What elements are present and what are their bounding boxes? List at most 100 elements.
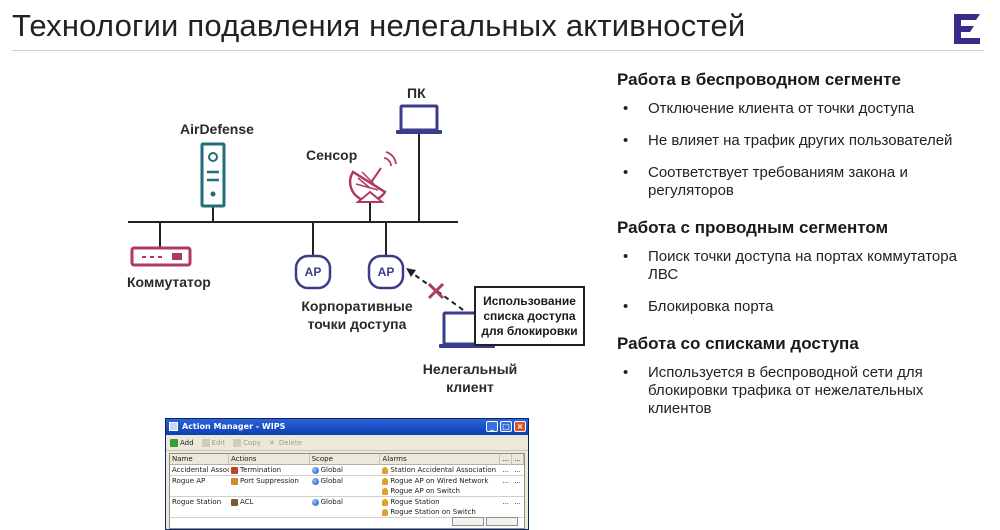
bullet-item: Используется в беспроводной сети для бло… bbox=[617, 364, 987, 418]
bullet-item: Не влияет на трафик других пользователей bbox=[617, 132, 987, 150]
acl-callout: Использование списка доступа для блокиро… bbox=[474, 286, 585, 346]
add-button-label: Add bbox=[180, 438, 194, 447]
globe-icon bbox=[311, 477, 319, 485]
ap-1-badge: AP bbox=[304, 265, 322, 279]
row-more-2[interactable]: ... bbox=[514, 477, 521, 485]
window-controls: _ □ × bbox=[486, 421, 526, 432]
alarm-bell-icon bbox=[382, 498, 389, 506]
table-row[interactable]: Rogue AP Port Suppression Global Rogue A… bbox=[170, 476, 524, 497]
maximize-button[interactable]: □ bbox=[500, 421, 512, 432]
row-scope: Global bbox=[310, 497, 381, 517]
col-header-actions[interactable]: Actions bbox=[229, 454, 310, 464]
copy-icon bbox=[233, 438, 242, 447]
section-acl-bullets: Используется в беспроводной сети для бло… bbox=[617, 364, 987, 418]
row-alarms: Rogue AP on Wired Network Rogue AP on Sw… bbox=[380, 476, 500, 496]
row-alarms: Station Accidental Association bbox=[380, 465, 500, 475]
section-wired-heading: Работа с проводным сегментом bbox=[617, 218, 889, 237]
alarm-bell-icon bbox=[382, 466, 389, 474]
globe-icon bbox=[311, 466, 319, 474]
close-button[interactable]: × bbox=[514, 421, 526, 432]
add-icon bbox=[170, 438, 178, 447]
window-title: Action Manager - WIPS bbox=[182, 422, 286, 431]
row-scope: Global bbox=[310, 476, 381, 496]
add-button[interactable]: Add bbox=[170, 438, 194, 447]
action-manager-window: Action Manager - WIPS _ □ × Add Edit Cop… bbox=[165, 418, 529, 530]
termination-icon bbox=[231, 466, 238, 474]
blocked-cross-icon bbox=[427, 282, 445, 300]
callout-line-3: для блокировки bbox=[481, 323, 578, 338]
col-header-more-1[interactable]: ... bbox=[500, 454, 513, 464]
section-acl-heading: Работа со списками доступа bbox=[617, 334, 859, 353]
row-more-2[interactable]: ... bbox=[514, 466, 521, 474]
row-more-1[interactable]: ... bbox=[502, 466, 510, 474]
alarm-bell-icon bbox=[382, 477, 389, 485]
pc-label: ПК bbox=[407, 85, 426, 101]
row-name: Rogue Station bbox=[172, 498, 222, 506]
row-action: Termination bbox=[229, 465, 310, 475]
dialog-button-2[interactable] bbox=[486, 517, 518, 526]
title-rule bbox=[12, 50, 984, 51]
col-header-alarms[interactable]: Alarms bbox=[380, 454, 501, 464]
globe-icon bbox=[311, 498, 319, 506]
dialog-buttons bbox=[452, 517, 518, 526]
table-row[interactable]: Rogue Station ACL Global Rogue Station R… bbox=[170, 497, 524, 518]
row-scope: Global bbox=[310, 465, 381, 475]
minimize-button[interactable]: _ bbox=[486, 421, 498, 432]
access-point-2-icon bbox=[367, 254, 405, 290]
copy-button-label: Copy bbox=[243, 438, 261, 447]
app-window-icon bbox=[169, 422, 178, 431]
dialog-button-1[interactable] bbox=[452, 517, 484, 526]
row-alarms: Rogue Station Rogue Station on Switch bbox=[380, 497, 500, 517]
ap-2-badge: AP bbox=[377, 265, 395, 279]
row-action: ACL bbox=[229, 497, 310, 517]
network-diagram: AirDefense Сенсор ПК Коммутатор AP AP Ко… bbox=[0, 60, 600, 410]
corp-ap-label: Корпоративные точки доступа bbox=[296, 297, 418, 333]
pc-laptop-icon bbox=[396, 104, 442, 134]
access-point-1-icon bbox=[294, 254, 332, 290]
bullet-item: Блокировка порта bbox=[617, 298, 987, 316]
edit-icon bbox=[201, 438, 210, 447]
rogue-client-label: Нелегальный клиент bbox=[418, 360, 522, 396]
sensor-dish-icon bbox=[348, 151, 397, 203]
rogue-client-label-line-1: Нелегальный bbox=[422, 361, 518, 377]
copy-button[interactable]: Copy bbox=[233, 438, 261, 447]
alarm-bell-icon bbox=[382, 487, 389, 495]
window-titlebar[interactable]: Action Manager - WIPS _ □ × bbox=[166, 419, 528, 435]
edit-button[interactable]: Edit bbox=[201, 438, 226, 447]
bullet-item: Поиск точки доступа на портах коммутатор… bbox=[617, 248, 987, 284]
switch-label: Коммутатор bbox=[127, 274, 211, 290]
delete-icon: ✕ bbox=[268, 438, 275, 447]
airdefense-label: AirDefense bbox=[180, 121, 254, 137]
callout-line-2: списка доступа bbox=[483, 308, 576, 323]
airdefense-server-icon bbox=[200, 142, 226, 208]
section-wireless-bullets: Отключение клиента от точки доступа Не в… bbox=[617, 100, 987, 200]
section-wired-bullets: Поиск точки доступа на портах коммутатор… bbox=[617, 248, 987, 316]
row-name: Accidental Associati bbox=[172, 466, 229, 474]
corp-ap-label-line-2: точки доступа bbox=[307, 316, 407, 332]
edit-button-label: Edit bbox=[211, 438, 226, 447]
acl-icon bbox=[231, 498, 238, 506]
actions-grid: Name Actions Scope Alarms ... ... Accide… bbox=[169, 453, 525, 529]
slide-title: Технологии подавления нелегальных активн… bbox=[12, 8, 746, 43]
port-suppression-icon bbox=[231, 477, 238, 485]
col-header-name[interactable]: Name bbox=[170, 454, 229, 464]
col-header-scope[interactable]: Scope bbox=[310, 454, 381, 464]
delete-button[interactable]: ✕ Delete bbox=[269, 439, 302, 447]
col-header-more-2[interactable]: ... bbox=[512, 454, 524, 464]
corp-ap-label-line-1: Корпоративные bbox=[301, 298, 413, 314]
table-row[interactable]: Accidental Associati Termination Global … bbox=[170, 465, 524, 476]
alarm-bell-icon bbox=[382, 508, 389, 516]
grid-header: Name Actions Scope Alarms ... ... bbox=[170, 454, 524, 465]
row-more-1[interactable]: ... bbox=[502, 498, 510, 506]
row-more-2[interactable]: ... bbox=[514, 498, 521, 506]
sensor-label: Сенсор bbox=[306, 147, 358, 163]
text-panel: Работа в беспроводном сегменте Отключени… bbox=[617, 70, 987, 436]
extreme-logo-icon bbox=[954, 14, 980, 44]
row-name: Rogue AP bbox=[172, 477, 206, 485]
switch-icon bbox=[130, 246, 192, 267]
rogue-client-label-line-2: клиент bbox=[446, 379, 494, 395]
row-more-1[interactable]: ... bbox=[502, 477, 510, 485]
bullet-item: Соответствует требованиям закона и регул… bbox=[617, 164, 987, 200]
window-toolbar: Add Edit Copy ✕ Delete bbox=[166, 435, 528, 451]
bullet-item: Отключение клиента от точки доступа bbox=[617, 100, 987, 118]
